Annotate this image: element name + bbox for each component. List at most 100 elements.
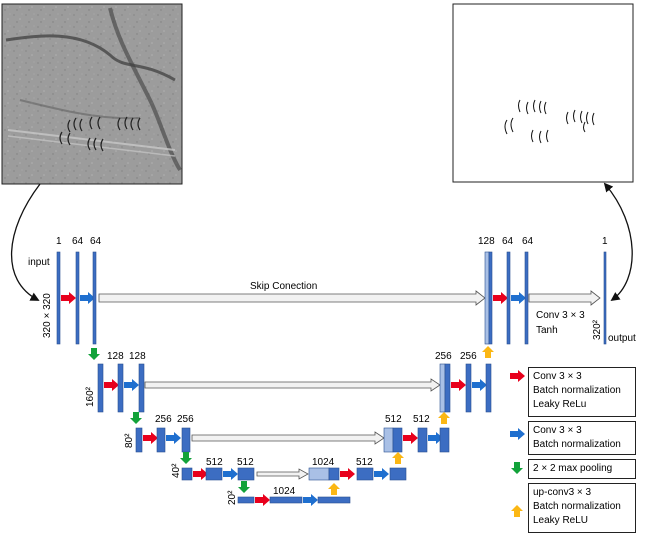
feature-map-block: [392, 427, 403, 453]
feature-map-block: [524, 251, 529, 345]
blue-arrow-icon: [80, 292, 95, 304]
legend-text: Batch normalization: [533, 385, 621, 396]
blue-arrow-icon: [124, 379, 139, 391]
feature-map-block: [439, 427, 450, 453]
feature-map-block: [97, 363, 104, 413]
legend-text: 2 × 2 max pooling: [533, 463, 613, 474]
blue-arrow-icon: [428, 432, 443, 444]
legend-entry-blue: Conv 3 × 3 Batch normalization: [528, 421, 636, 455]
feature-map-block: [444, 363, 451, 413]
blue-arrow-icon: [223, 468, 238, 480]
input-size-label: 320 × 320: [42, 293, 53, 338]
red-arrow-icon: [340, 468, 355, 480]
blue-arrow-icon: [511, 292, 526, 304]
legend-text: Batch normalization: [533, 439, 621, 450]
feature-map-block: [465, 363, 472, 413]
level5-size-label: 20²: [227, 490, 238, 505]
channel-label: 128: [478, 236, 495, 247]
channel-label: 1024: [312, 457, 335, 468]
feature-map-block: [92, 251, 97, 345]
channel-label: 512: [385, 414, 402, 425]
feature-map-block: [603, 251, 607, 345]
legend-text: Leaky ReLu: [533, 399, 587, 410]
red-arrow-icon: [104, 379, 119, 391]
blue-arrow-icon: [374, 468, 389, 480]
channel-label: 256: [177, 414, 194, 425]
feature-map-block: [317, 496, 351, 504]
channel-label: 512: [356, 457, 373, 468]
channel-label: 256: [460, 351, 477, 362]
feature-map-block: [439, 363, 446, 413]
feature-map-block: [56, 251, 61, 345]
output-image: [452, 3, 634, 183]
feature-map-block: [75, 251, 80, 345]
channel-label: 256: [435, 351, 452, 362]
feature-map-block: [135, 427, 143, 453]
green-arrow-icon: [238, 481, 250, 493]
feature-map-block: [383, 427, 394, 453]
feature-map-block: [181, 427, 191, 453]
channel-label: 64: [502, 236, 514, 247]
red-arrow-icon: [493, 292, 508, 304]
feature-map-block: [117, 363, 124, 413]
yellow-arrow-icon: [328, 483, 340, 495]
yellow-arrow-icon: [392, 452, 404, 464]
legend-entry-green: 2 × 2 max pooling: [528, 459, 636, 479]
channel-label: 512: [206, 457, 223, 468]
network-shapes: [56, 251, 607, 517]
feature-map-block: [328, 467, 340, 481]
channel-label: 512: [413, 414, 430, 425]
yellow-arrow-icon: [511, 505, 523, 517]
final-activation-label: Tanh: [536, 325, 558, 336]
feature-map-block: [484, 251, 490, 345]
channel-label: 128: [129, 351, 146, 362]
green-arrow-icon: [511, 462, 523, 474]
feature-map-block: [356, 467, 374, 481]
legend-entry-yellow: up-conv3 × 3 Batch normalization Leaky R…: [528, 483, 636, 533]
channel-label: 512: [237, 457, 254, 468]
feature-map-block: [205, 467, 223, 481]
channel-label: 64: [72, 236, 84, 247]
final-conv-label: Conv 3 × 3: [536, 310, 585, 321]
channel-label: 256: [155, 414, 172, 425]
feature-map-block: [237, 467, 255, 481]
blue-arrow-icon: [303, 494, 318, 506]
green-arrow-icon: [130, 412, 142, 424]
legend-text: Conv 3 × 3: [533, 371, 582, 382]
level2-size-label: 160²: [85, 386, 96, 407]
legend-text: up-conv3 × 3: [533, 487, 592, 498]
red-arrow-icon: [61, 292, 76, 304]
level3-size-label: 80²: [124, 433, 135, 448]
feature-map-block: [156, 427, 166, 453]
red-arrow-icon: [451, 379, 466, 391]
green-arrow-icon: [88, 348, 100, 360]
green-arrow-icon: [180, 452, 192, 464]
feature-map-block: [417, 427, 428, 453]
skip-connection-arrow: [256, 468, 309, 480]
legend-text: Conv 3 × 3: [533, 425, 582, 436]
channel-label: 1: [56, 236, 62, 247]
feature-map-block: [488, 251, 493, 345]
legend-text: Leaky ReLU: [533, 515, 589, 526]
channel-label: 1: [602, 236, 608, 247]
output-label: output: [608, 333, 636, 344]
skip-connection-label: Skip Conection: [250, 281, 317, 292]
output-size-label: 320²: [592, 319, 603, 340]
feature-map-block: [237, 496, 255, 504]
channel-label: 64: [522, 236, 534, 247]
red-arrow-icon: [255, 494, 270, 506]
feature-map-block: [389, 467, 407, 481]
skip-connection-arrow: [144, 378, 441, 392]
legend-text: Batch normalization: [533, 501, 621, 512]
red-arrow-icon: [510, 370, 525, 382]
yellow-arrow-icon: [482, 346, 494, 358]
blue-arrow-icon: [472, 379, 487, 391]
input-image: [1, 3, 183, 185]
output-flow-arrow: [603, 182, 633, 302]
feature-map-block: [506, 251, 511, 345]
input-label: input: [28, 257, 50, 268]
legend-entry-red: Conv 3 × 3 Batch normalization Leaky ReL…: [528, 367, 636, 417]
level4-size-label: 40²: [171, 463, 182, 478]
skip-connection-arrow: [528, 290, 601, 306]
